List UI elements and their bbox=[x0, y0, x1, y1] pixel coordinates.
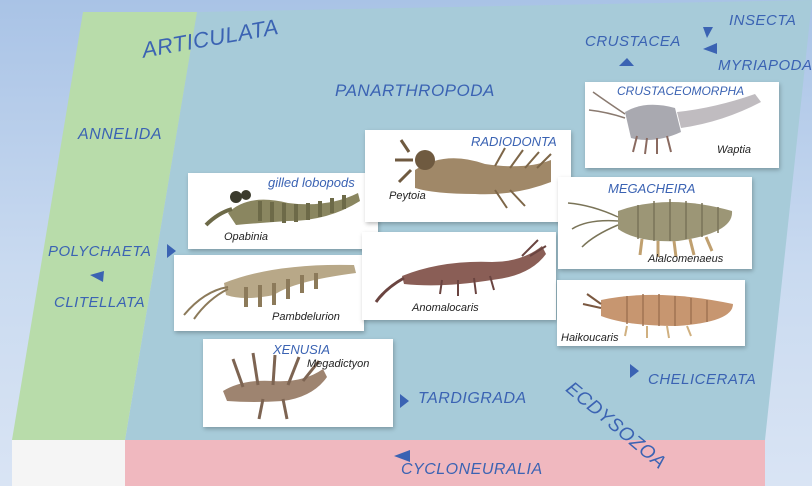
card-opabinia: gilled lobopods Opabinia bbox=[188, 173, 378, 249]
card-alalcomenaeus: MEGACHEIRA Alalcomenaeus bbox=[558, 177, 752, 269]
species-haikoucaris: Haikoucaris bbox=[561, 332, 618, 344]
card-pambdelurion: Pambdelurion bbox=[174, 255, 364, 331]
group-crustaceomorpha: CRUSTACEOMORPHA bbox=[617, 84, 744, 98]
group-xenusia: XENUSIA bbox=[273, 342, 330, 357]
card-anomalocaris: Anomalocaris bbox=[362, 232, 556, 320]
species-anomalocaris: Anomalocaris bbox=[412, 302, 479, 314]
species-peytoia: Peytoia bbox=[389, 190, 426, 202]
card-peytoia: RADIODONTA Peytoia bbox=[365, 130, 571, 222]
label-polychaeta: POLYCHAETA bbox=[48, 243, 151, 260]
species-megadictyon: Megadictyon bbox=[307, 358, 369, 370]
species-waptia: Waptia bbox=[717, 144, 751, 156]
card-haikoucaris: Haikoucaris bbox=[557, 280, 745, 346]
white-corner-panel bbox=[12, 440, 125, 486]
label-annelida: ANNELIDA bbox=[78, 126, 162, 144]
card-megadictyon: XENUSIA Megadictyon bbox=[203, 339, 393, 427]
label-cycloneuralia: CYCLONEURALIA bbox=[401, 461, 543, 479]
group-megacheira: MEGACHEIRA bbox=[608, 181, 695, 196]
label-tardigrada: TARDIGRADA bbox=[418, 390, 527, 408]
label-crustacea: CRUSTACEA bbox=[585, 33, 681, 50]
species-opabinia: Opabinia bbox=[224, 231, 268, 243]
group-radiodonta: RADIODONTA bbox=[471, 134, 557, 149]
label-clitellata: CLITELLATA bbox=[54, 294, 145, 311]
group-gilled-lobopods: gilled lobopods bbox=[268, 175, 355, 190]
label-insecta: INSECTA bbox=[729, 12, 796, 29]
card-waptia: CRUSTACEOMORPHA Waptia bbox=[585, 82, 779, 168]
label-chelicerata: CHELICERATA bbox=[648, 371, 756, 388]
label-myriapoda: MYRIAPODA bbox=[718, 57, 812, 74]
species-pambdelurion: Pambdelurion bbox=[272, 311, 340, 323]
species-alalcomenaeus: Alalcomenaeus bbox=[648, 253, 723, 265]
label-panarthropoda: PANARTHROPODA bbox=[335, 81, 495, 101]
